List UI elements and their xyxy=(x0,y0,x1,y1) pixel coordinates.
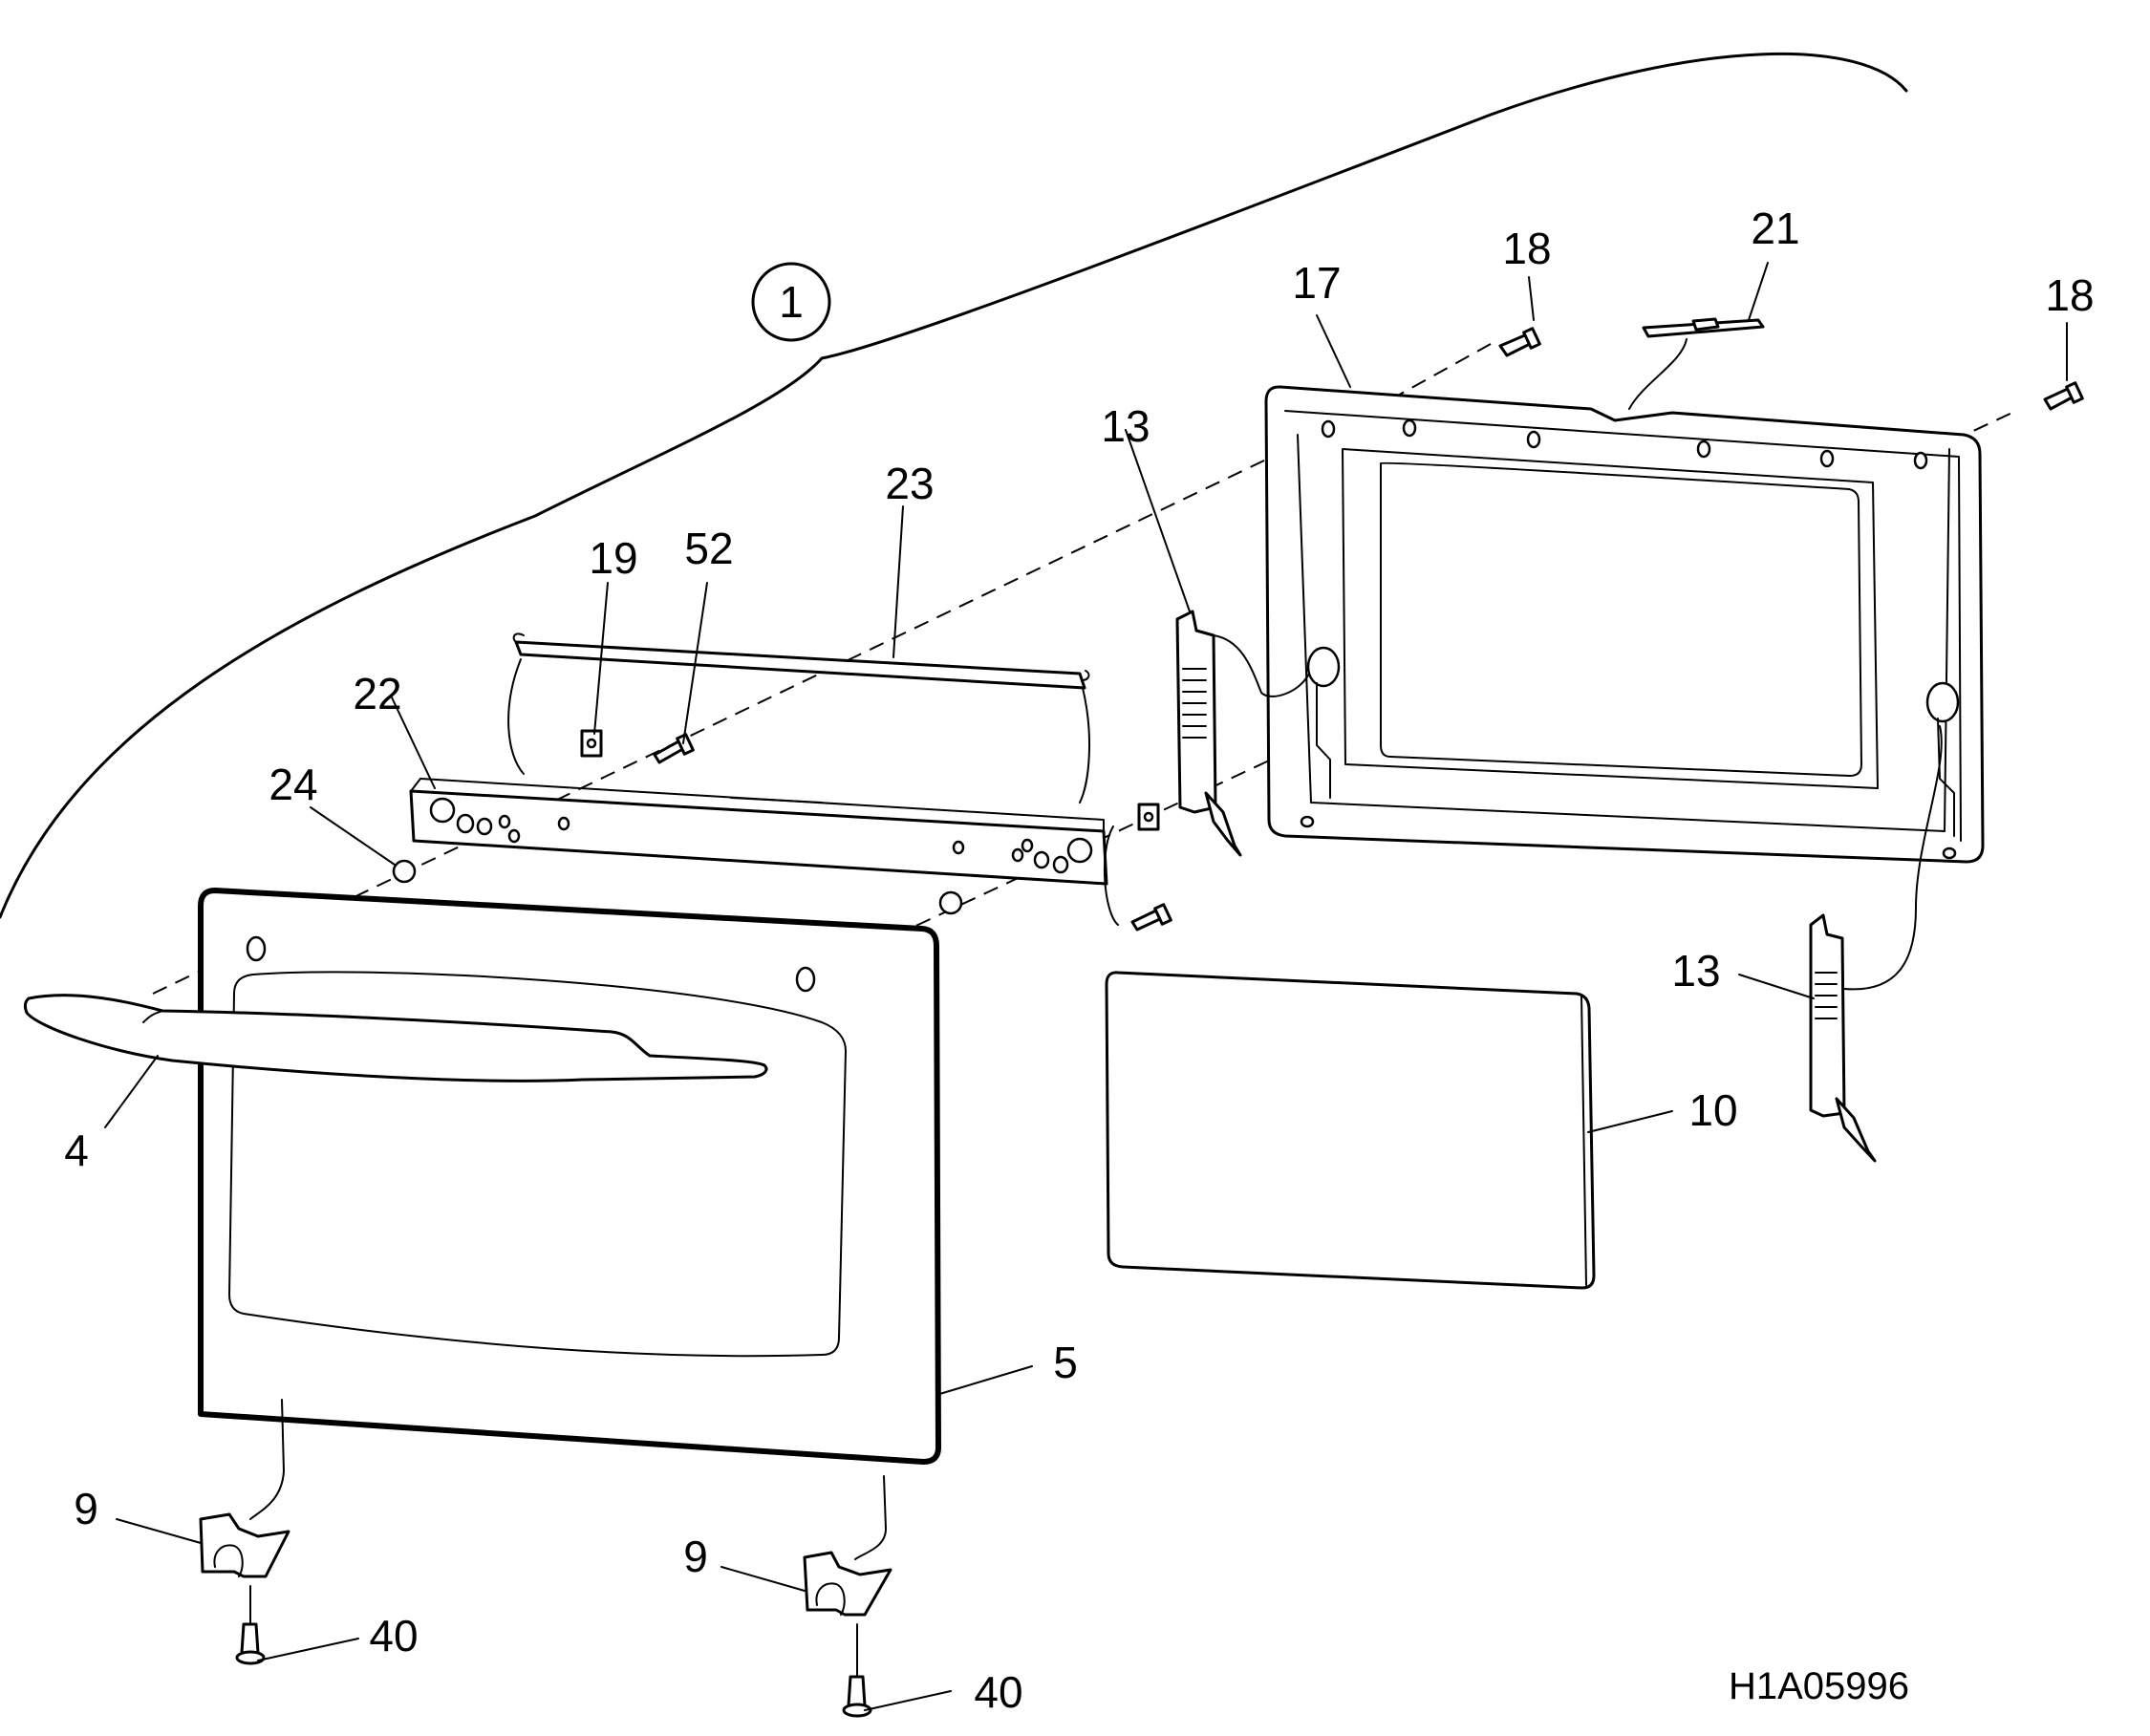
clip-19 xyxy=(580,729,603,758)
centerline-left xyxy=(152,424,1339,995)
screw-top xyxy=(1498,327,1541,357)
inner-door-frame xyxy=(1264,385,1985,864)
callout-9-left: 9 xyxy=(74,1484,98,1533)
foot-right xyxy=(803,1551,892,1617)
callout-4: 4 xyxy=(64,1125,89,1175)
callout-18-top: 18 xyxy=(1502,224,1551,273)
foot-left xyxy=(199,1512,290,1578)
screw-40-left xyxy=(235,1622,266,1665)
top-bracket xyxy=(1642,317,1765,338)
callout-40-left: 40 xyxy=(369,1611,418,1661)
callout-13-top: 13 xyxy=(1101,401,1150,451)
hinge-right xyxy=(1809,725,1943,1163)
callout-17: 17 xyxy=(1292,258,1341,308)
screw-52 xyxy=(653,733,695,764)
callout-21: 21 xyxy=(1751,204,1799,253)
washer-left xyxy=(392,859,417,884)
callout-5: 5 xyxy=(1053,1338,1078,1387)
washer-right xyxy=(938,890,963,915)
deflector-strip xyxy=(507,632,1091,804)
glass-panel xyxy=(1105,971,1596,1290)
drawing-code: H1A05996 xyxy=(1729,1665,1909,1707)
clip-hinge xyxy=(1137,803,1160,831)
callout-10: 10 xyxy=(1688,1085,1737,1135)
callout-24: 24 xyxy=(269,760,317,809)
screw-40-right xyxy=(842,1675,872,1718)
outer-door-panel xyxy=(198,888,941,1465)
screw-hinge xyxy=(1130,903,1172,932)
callout-18-right: 18 xyxy=(2045,270,2094,320)
callout-23: 23 xyxy=(885,459,934,508)
callout-19: 19 xyxy=(589,533,637,583)
callout-13-right: 13 xyxy=(1671,946,1720,996)
callout-40-right: 40 xyxy=(974,1667,1022,1717)
door-handle xyxy=(23,994,768,1082)
assembly-callout: 1 xyxy=(751,262,831,342)
assembly-grouping-curve xyxy=(0,52,1908,919)
hinge-left xyxy=(1175,610,1310,857)
screw-right xyxy=(2043,381,2084,411)
callout-52: 52 xyxy=(684,524,733,573)
svg-text:1: 1 xyxy=(779,277,804,327)
callout-9-right: 9 xyxy=(683,1532,708,1581)
support-strip xyxy=(409,778,1108,886)
callout-22: 22 xyxy=(353,669,401,718)
